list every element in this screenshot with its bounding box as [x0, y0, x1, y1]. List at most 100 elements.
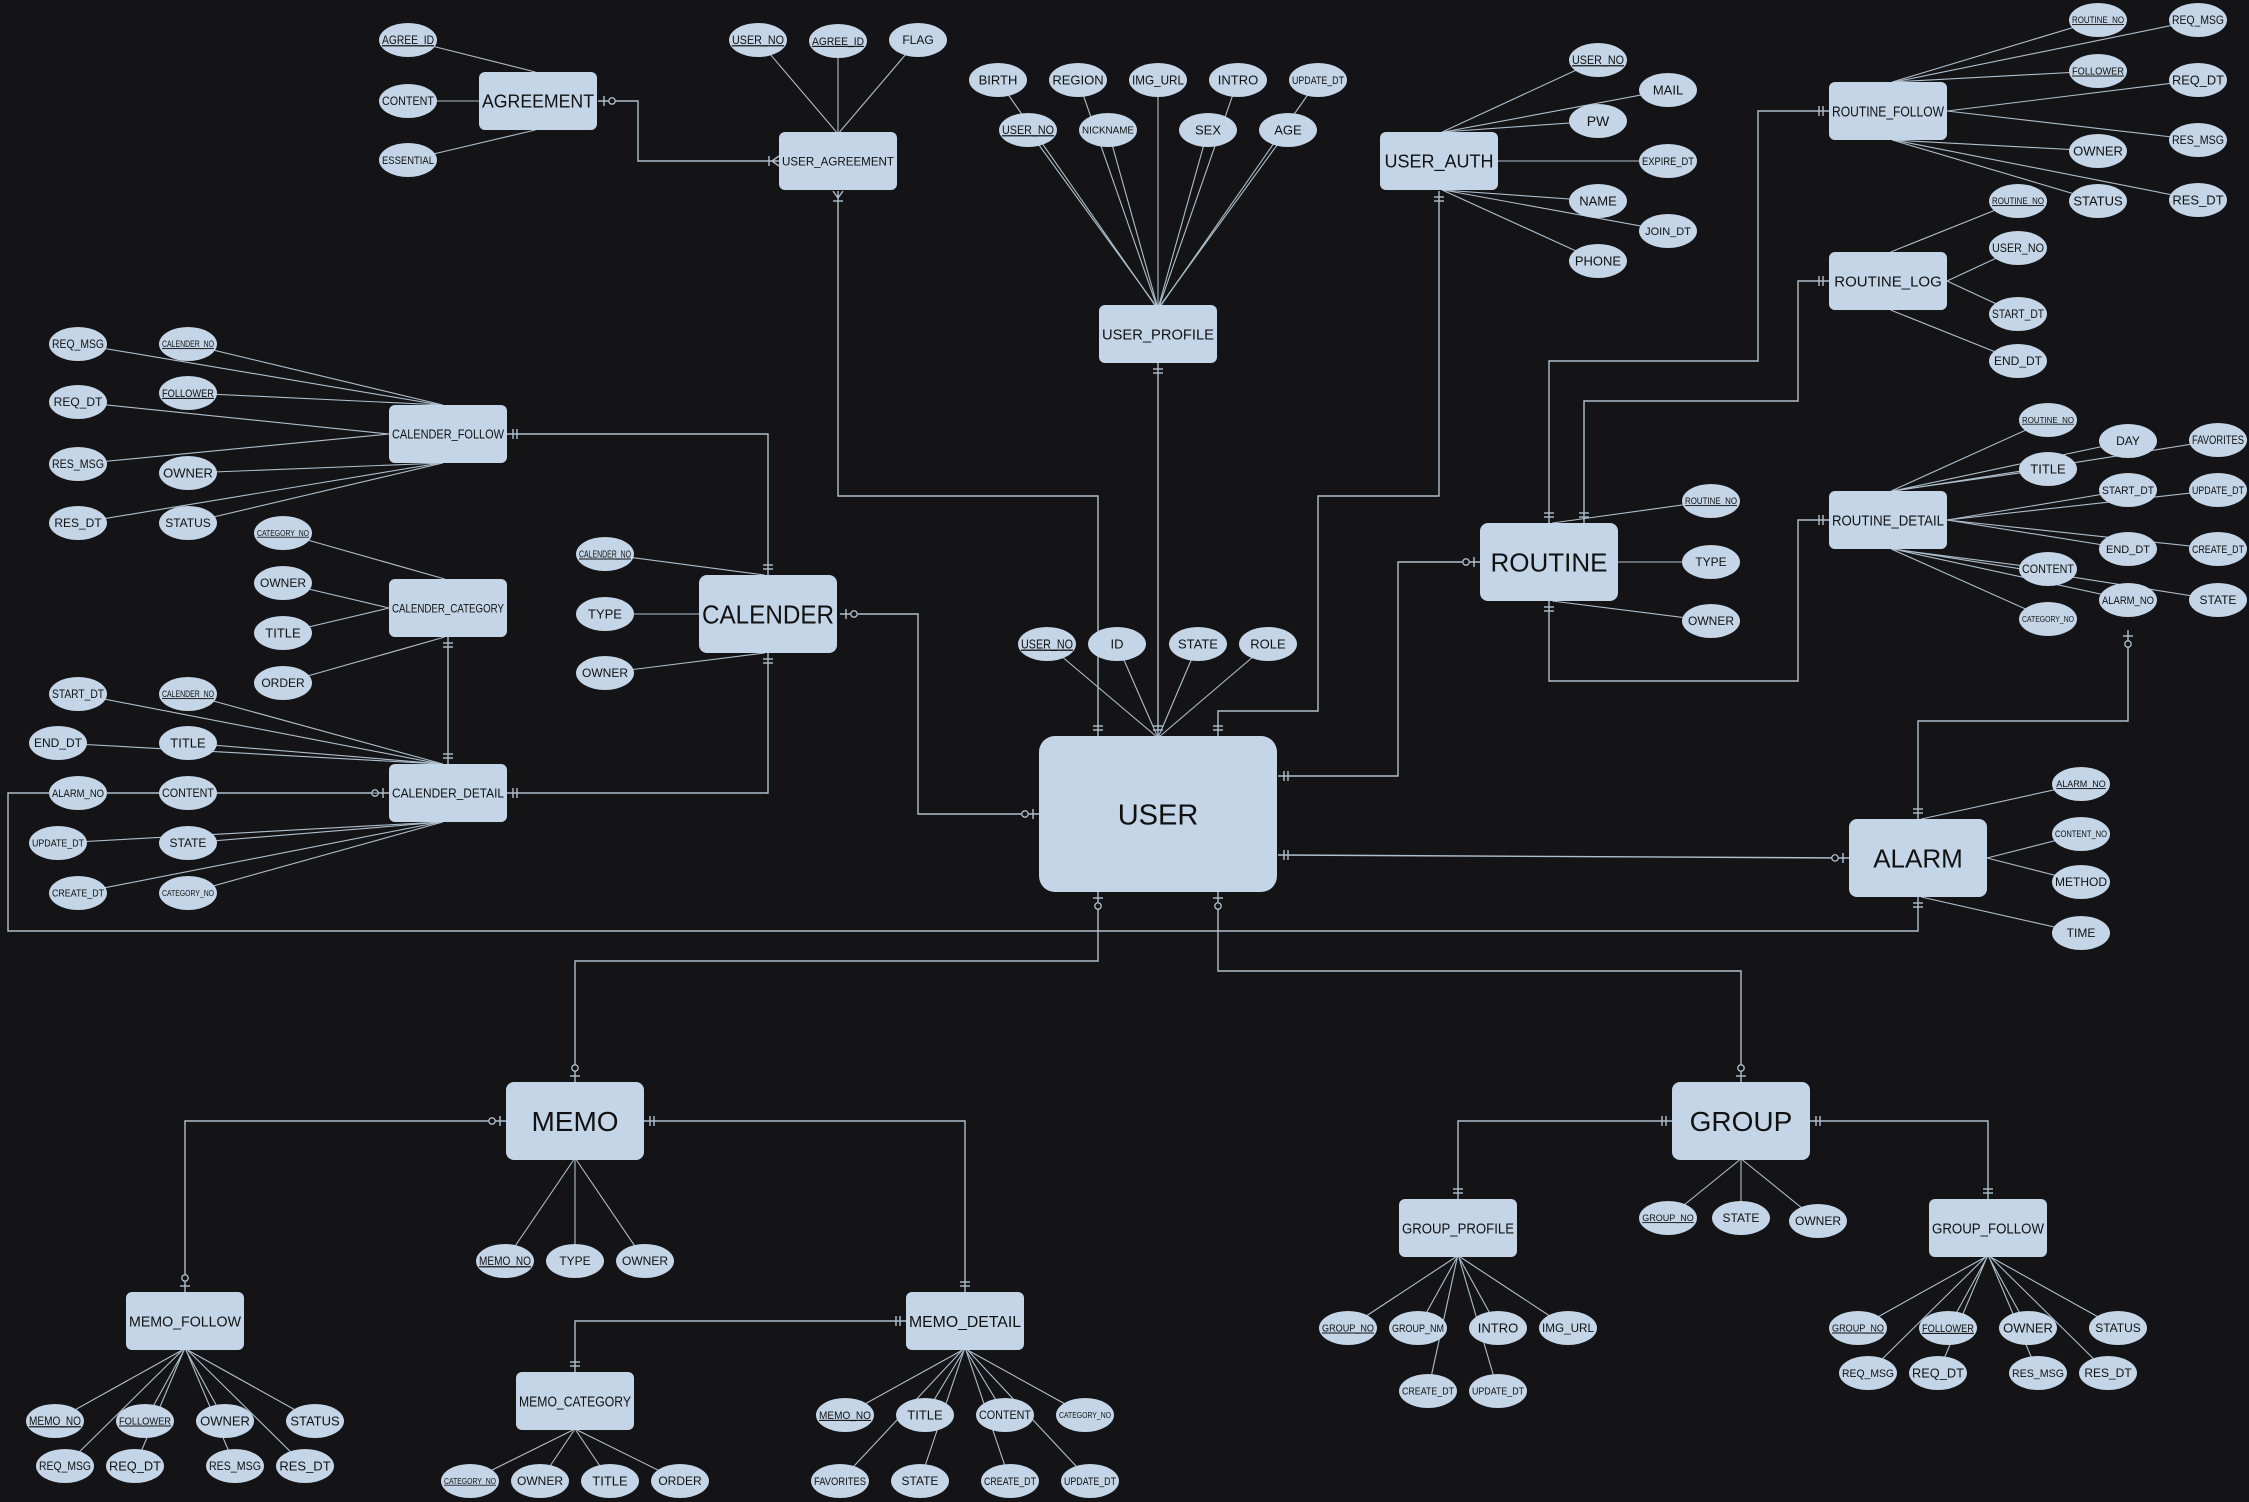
entity-user-box[interactable] [1039, 736, 1277, 892]
entity-routine-box[interactable] [1480, 523, 1618, 601]
entity-user-profile-box[interactable] [1099, 305, 1217, 363]
entity-group-profile[interactable]: GROUP_PROFILE [1399, 1199, 1517, 1257]
rel-calender-calender-follow [507, 429, 773, 575]
attr-user-user-no-connector [1046, 643, 1157, 737]
attr-calender-category-category-no-label: CATEGORY_NO [257, 529, 309, 538]
entity-user-auth-box[interactable] [1380, 132, 1498, 190]
rel-calender-detail-alarm-to-marker [1913, 902, 1923, 908]
attr-routine-follow-owner-connector [1892, 139, 2099, 152]
rel-user-alarm [1277, 850, 1850, 863]
attr-agreement-content-shape [379, 84, 437, 118]
entity-user-agreement-box[interactable] [779, 132, 897, 190]
attr-alarm-time-label: TIME [2067, 926, 2096, 940]
entity-memo-box[interactable] [506, 1082, 644, 1160]
attr-routine-follow-follower-shape [2069, 54, 2127, 88]
entity-routine-follow[interactable]: ROUTINE_FOLLOW [1829, 82, 1947, 140]
entity-group-profile-box[interactable] [1399, 1199, 1517, 1257]
attr-calender-detail-content: CONTENT [159, 776, 217, 810]
entity-group-box[interactable] [1672, 1082, 1810, 1160]
entity-group-follow[interactable]: GROUP_FOLLOW [1929, 1199, 2047, 1257]
rel-routine-detail-alarm [1913, 630, 2133, 819]
entity-memo-category[interactable]: MEMO_CATEGORY [516, 1372, 634, 1430]
entity-alarm-box[interactable] [1849, 819, 1987, 897]
attr-user-auth-mail: MAIL [1639, 73, 1697, 107]
entity-calender[interactable]: CALENDER [699, 575, 837, 653]
attr-user-id-label: ID [1111, 637, 1124, 652]
entity-calender-category[interactable]: CALENDER_CATEGORY [389, 579, 507, 637]
rel-calender-calender-follow-from-marker [763, 564, 773, 570]
entity-memo-follow[interactable]: MEMO_FOLLOW [126, 1292, 244, 1350]
attr-group-follow-req-msg-label: REQ_MSG [1842, 1368, 1894, 1380]
attr-calender-follow-status-label: STATUS [165, 516, 211, 530]
attr-calender-follow-follower-shape [159, 376, 217, 410]
attr-calender-category-owner: OWNER [254, 566, 312, 600]
attr-memo-category-title-label: TITLE [592, 1474, 628, 1489]
entity-group-follow-box[interactable] [1929, 1199, 2047, 1257]
attr-user-auth-expire-dt: EXPIRE_DT [1639, 144, 1697, 178]
attr-group-profile-group-nm: GROUP_NM [1389, 1311, 1447, 1345]
entity-calender-follow-box[interactable] [389, 405, 507, 463]
attr-calender-category-owner-label: OWNER [260, 576, 306, 590]
attr-routine-detail-category-no-shape [2019, 602, 2077, 636]
entity-group[interactable]: GROUP [1672, 1082, 1810, 1160]
attr-calender-category-owner-shape [254, 566, 312, 600]
entity-memo-detail[interactable]: MEMO_DETAIL [906, 1292, 1024, 1350]
attr-user-profile-intro-connector [1159, 79, 1239, 306]
rel-group-group-profile-from-marker [1661, 1116, 1667, 1126]
attr-user-state: STATE [1169, 627, 1227, 661]
attr-agreement-essential: ESSENTIAL [379, 143, 437, 177]
attr-memo-detail-content-label: CONTENT [979, 1408, 1032, 1422]
entity-user-profile[interactable]: USER_PROFILE [1099, 305, 1217, 363]
attr-memo-type: TYPE [546, 1244, 604, 1278]
attr-routine-routine-no-shape [1682, 484, 1740, 518]
attr-group-owner: OWNER [1789, 1204, 1847, 1238]
entity-routine-detail[interactable]: ROUTINE_DETAIL [1829, 491, 1947, 549]
rel-user-group-line [1217, 892, 1742, 1082]
entity-calender-detail-title: CALENDER_DETAIL [392, 786, 504, 801]
entity-alarm[interactable]: ALARM [1849, 819, 1987, 897]
attr-user-agreement-user-no-shape [729, 23, 787, 57]
entity-calender-follow[interactable]: CALENDER_FOLLOW [389, 405, 507, 463]
rel-memo-memo-detail-from-marker [649, 1116, 655, 1126]
rel-user-calender-line [840, 613, 1039, 815]
attr-routine-detail-favorites-label: FAVORITES [2192, 433, 2244, 447]
attr-routine-follow-follower-connector [1892, 70, 2099, 83]
attr-user-auth-join-dt-shape [1639, 214, 1697, 248]
attr-memo-detail-category-no: CATEGORY_NO [1056, 1398, 1114, 1432]
entity-memo-category-box[interactable] [516, 1372, 634, 1430]
entity-calender-box[interactable] [699, 575, 837, 653]
entity-memo[interactable]: MEMO [506, 1082, 644, 1160]
rel-user-user-profile [1153, 363, 1163, 736]
entity-routine[interactable]: ROUTINE [1480, 523, 1618, 601]
attr-user-profile-user-no-connector [1027, 129, 1156, 306]
entity-agreement[interactable]: AGREEMENT [479, 72, 597, 130]
entity-routine-log[interactable]: ROUTINE_LOG [1829, 252, 1947, 310]
attr-memo-follow-res-msg-label: RES_MSG [209, 1459, 261, 1473]
entity-calender-detail-box[interactable] [389, 764, 507, 822]
attr-routine-log-start-dt: START_DT [1989, 297, 2047, 331]
entity-routine-detail-box[interactable] [1829, 491, 1947, 549]
rel-user-routine [1278, 557, 1480, 781]
entity-routine-follow-box[interactable] [1829, 82, 1947, 140]
entity-agreement-box[interactable] [479, 72, 597, 130]
entity-user-title: USER [1118, 799, 1199, 831]
rel-memo-detail-memo-category-from-marker [895, 1316, 901, 1326]
attr-memo-type-label: TYPE [559, 1254, 590, 1268]
attr-routine-follow-res-dt-shape [2169, 183, 2227, 217]
attr-memo-type-shape [546, 1244, 604, 1278]
attr-memo-detail-content: CONTENT [976, 1398, 1034, 1432]
entity-memo-detail-box[interactable] [906, 1292, 1024, 1350]
entity-user[interactable]: USER [1039, 736, 1277, 892]
rel-memo-memo-follow [180, 1116, 506, 1292]
entity-calender-category-box[interactable] [389, 579, 507, 637]
entity-memo-detail-title: MEMO_DETAIL [909, 1314, 1021, 1331]
entity-user-agreement[interactable]: USER_AGREEMENT [779, 132, 897, 190]
entity-user-auth[interactable]: USER_AUTH [1380, 132, 1498, 190]
entity-calender-detail[interactable]: CALENDER_DETAIL [389, 764, 507, 822]
rel-routine-routine-follow-from-marker [1544, 512, 1554, 518]
attr-routine-owner-label: OWNER [1688, 614, 1734, 628]
attr-routine-detail-state: STATE [2189, 583, 2247, 617]
entity-group-follow-title: GROUP_FOLLOW [1932, 1220, 2045, 1237]
entity-routine-log-box[interactable] [1829, 252, 1947, 310]
entity-memo-follow-box[interactable] [126, 1292, 244, 1350]
